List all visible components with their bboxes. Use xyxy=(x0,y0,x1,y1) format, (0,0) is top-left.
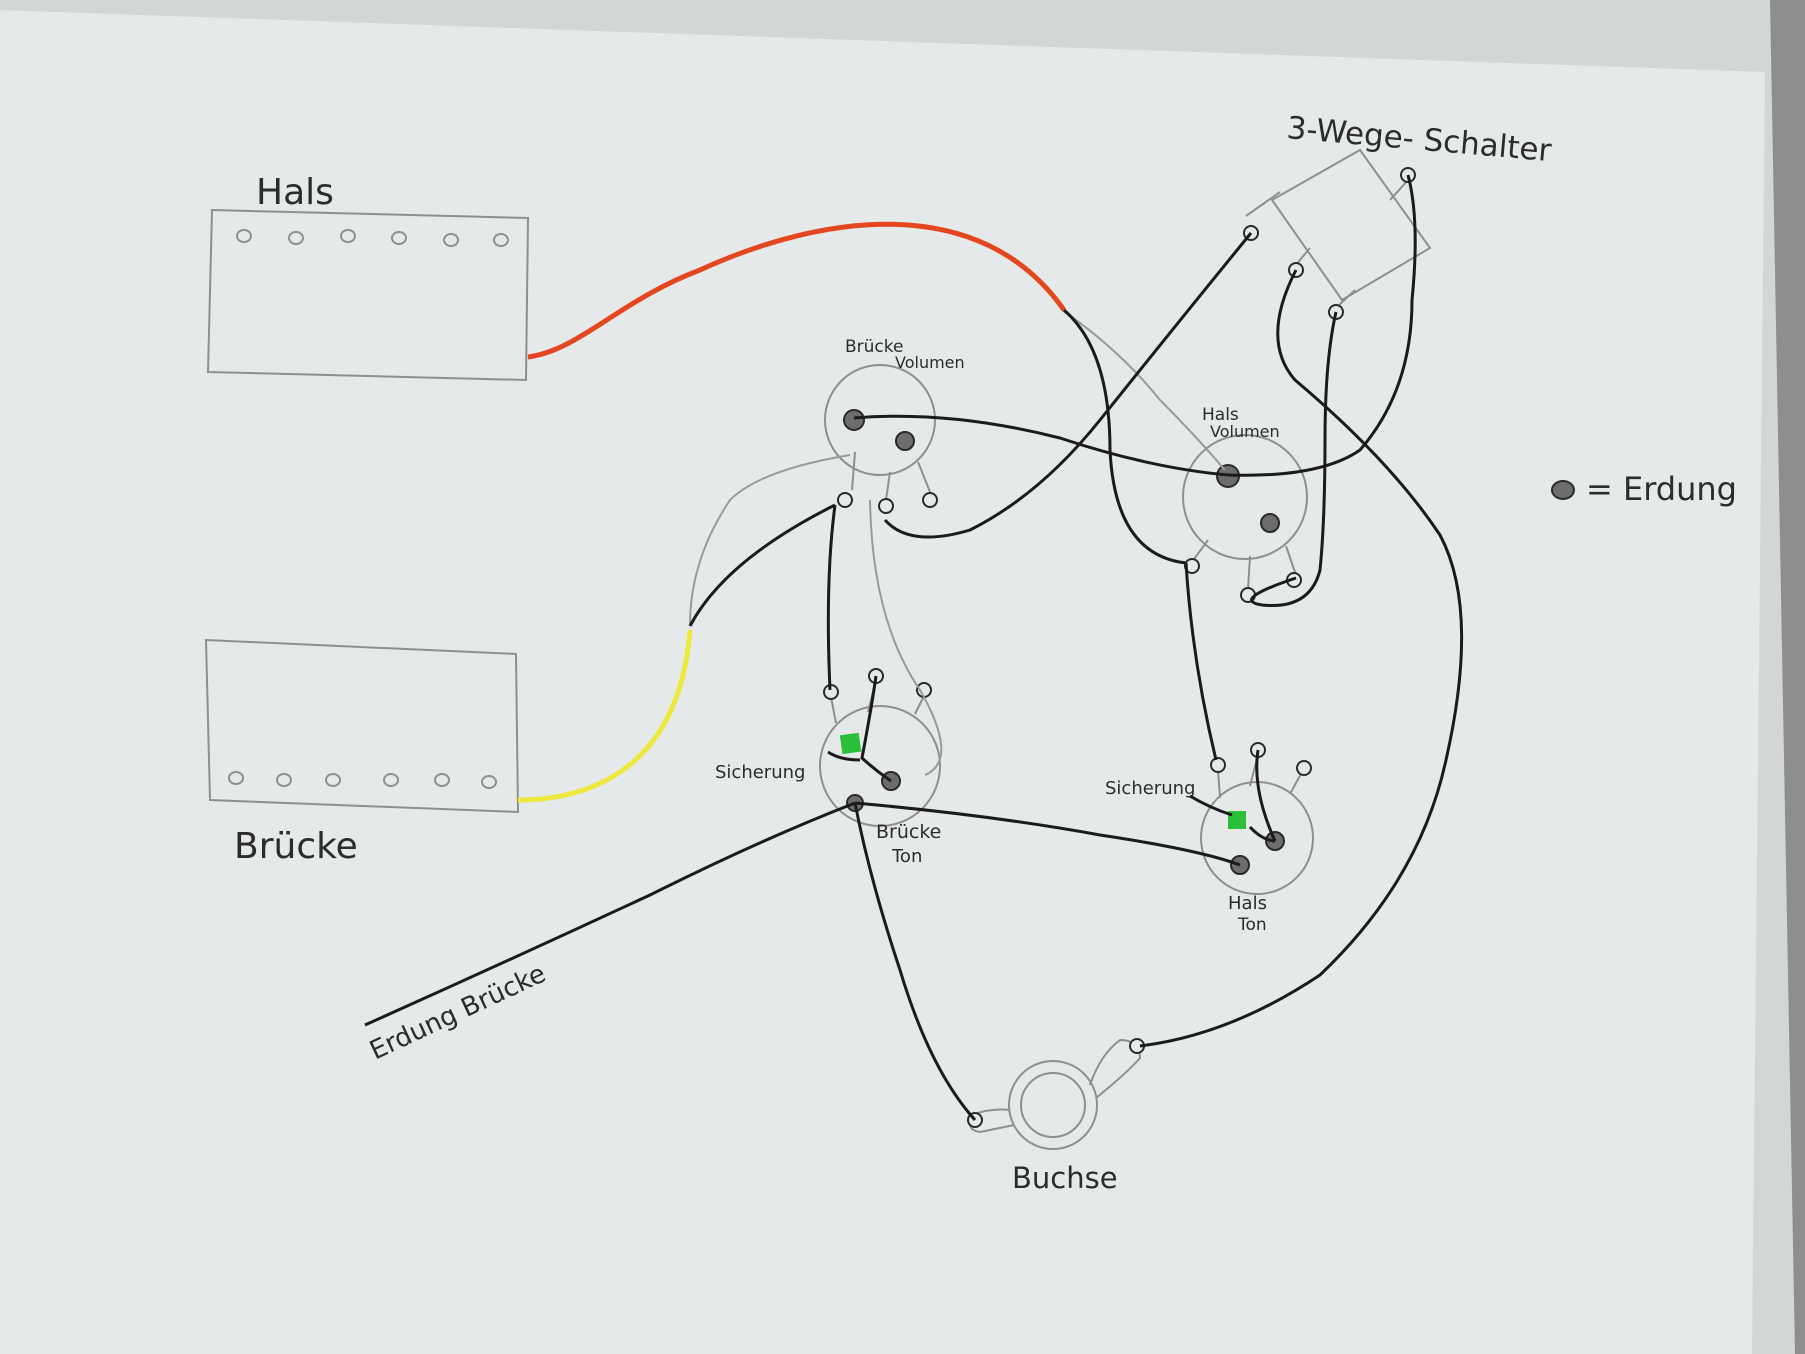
neck-volume-label-line1: Hals xyxy=(1202,405,1239,425)
bridge-hot-wire xyxy=(517,629,693,803)
wire xyxy=(853,802,977,1122)
legend-text: = Erdung xyxy=(1586,470,1737,508)
capacitor xyxy=(1228,811,1246,829)
wire xyxy=(1139,269,1464,1048)
wire xyxy=(1250,311,1338,608)
ground-dot xyxy=(843,409,865,431)
wire xyxy=(854,801,1241,867)
wire xyxy=(1248,825,1276,843)
neck-pickup-label: Hals xyxy=(256,172,334,213)
neck-tone-label-line2: Ton xyxy=(1237,915,1267,935)
wire xyxy=(364,801,856,1027)
bridge-tone-label-line1: Brücke xyxy=(876,821,941,843)
pencil-wire xyxy=(869,499,943,776)
pencil-wires xyxy=(689,309,1226,776)
pencil-wire xyxy=(1061,309,1226,471)
neck-volume-pot xyxy=(1182,434,1308,591)
neck-hot-wire xyxy=(527,221,1067,360)
capacitor-bridge-label: Sicherung xyxy=(715,762,805,783)
wire xyxy=(883,232,1253,539)
capacitor-neck-label: Sicherung xyxy=(1105,778,1195,799)
paper-sheet xyxy=(0,10,1765,1354)
bridge-volume-label-line2: Volumen xyxy=(895,353,965,372)
wire xyxy=(826,504,837,691)
pencil-wire xyxy=(689,454,851,626)
wire xyxy=(853,414,1229,477)
bridge-tone-label-line2: Ton xyxy=(891,846,922,867)
neck-volume-label-line2: Volumen xyxy=(1210,422,1280,441)
bridge-volume-lugs xyxy=(837,492,938,514)
wire xyxy=(860,675,892,783)
legend: = Erdung xyxy=(1551,470,1737,508)
wire xyxy=(1184,562,1218,761)
ground-dot xyxy=(895,431,915,451)
neck-pickup xyxy=(206,208,530,382)
ground-dot xyxy=(1260,513,1280,533)
wire xyxy=(688,503,836,627)
legend-ground-dot xyxy=(1551,480,1575,500)
bridge-volume-label-line1: Brücke xyxy=(845,337,903,357)
black-wires xyxy=(364,174,1464,1122)
wire xyxy=(827,750,861,762)
bridge-volume-pot xyxy=(824,364,936,501)
neck-tone-label-line1: Hals xyxy=(1228,893,1267,914)
wire xyxy=(1063,308,1187,565)
capacitor xyxy=(839,732,862,755)
neck-tone-lugs xyxy=(1210,742,1312,776)
bridge-pickup xyxy=(204,638,520,814)
wire xyxy=(1189,794,1233,817)
bridge-pickup-pole-pieces xyxy=(228,771,497,789)
neck-pickup-pole-pieces xyxy=(236,229,509,247)
wire xyxy=(1227,174,1417,477)
wire xyxy=(1255,749,1277,842)
jack-label: Buchse xyxy=(1012,1161,1118,1195)
bridge-pickup-label: Brücke xyxy=(234,826,358,867)
